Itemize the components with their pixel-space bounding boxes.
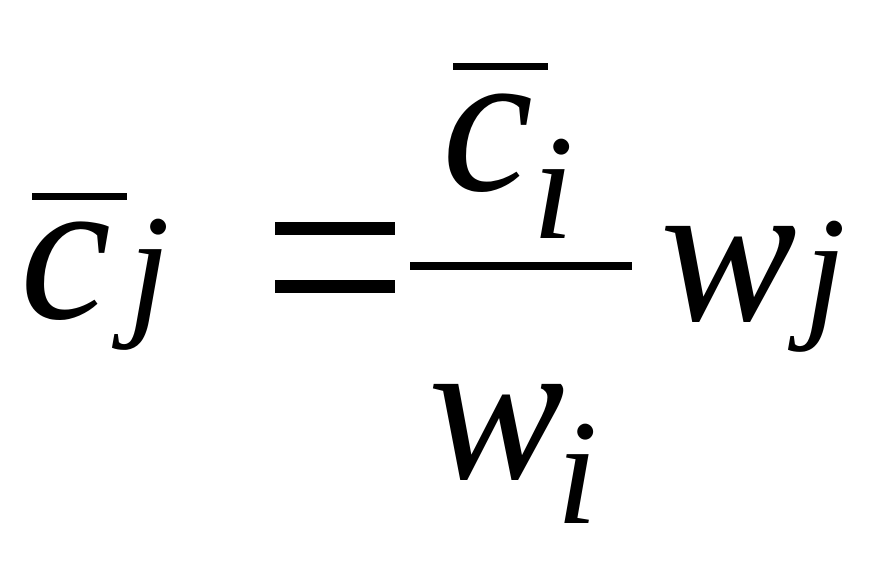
denominator-symbol: w <box>428 296 565 523</box>
lhs-overbar <box>32 193 127 200</box>
numerator-symbol: c <box>442 8 533 235</box>
lhs-subscript: j <box>111 185 170 351</box>
lhs-symbol: c <box>20 136 111 363</box>
numerator-subscript: i <box>532 105 574 271</box>
multiplier-symbol: w <box>660 138 797 365</box>
equals-sign: = <box>275 222 395 293</box>
fraction-line <box>410 262 632 270</box>
numerator-overbar <box>453 63 548 70</box>
denominator-subscript: i <box>556 390 598 556</box>
relation-text: = <box>335 259 336 261</box>
